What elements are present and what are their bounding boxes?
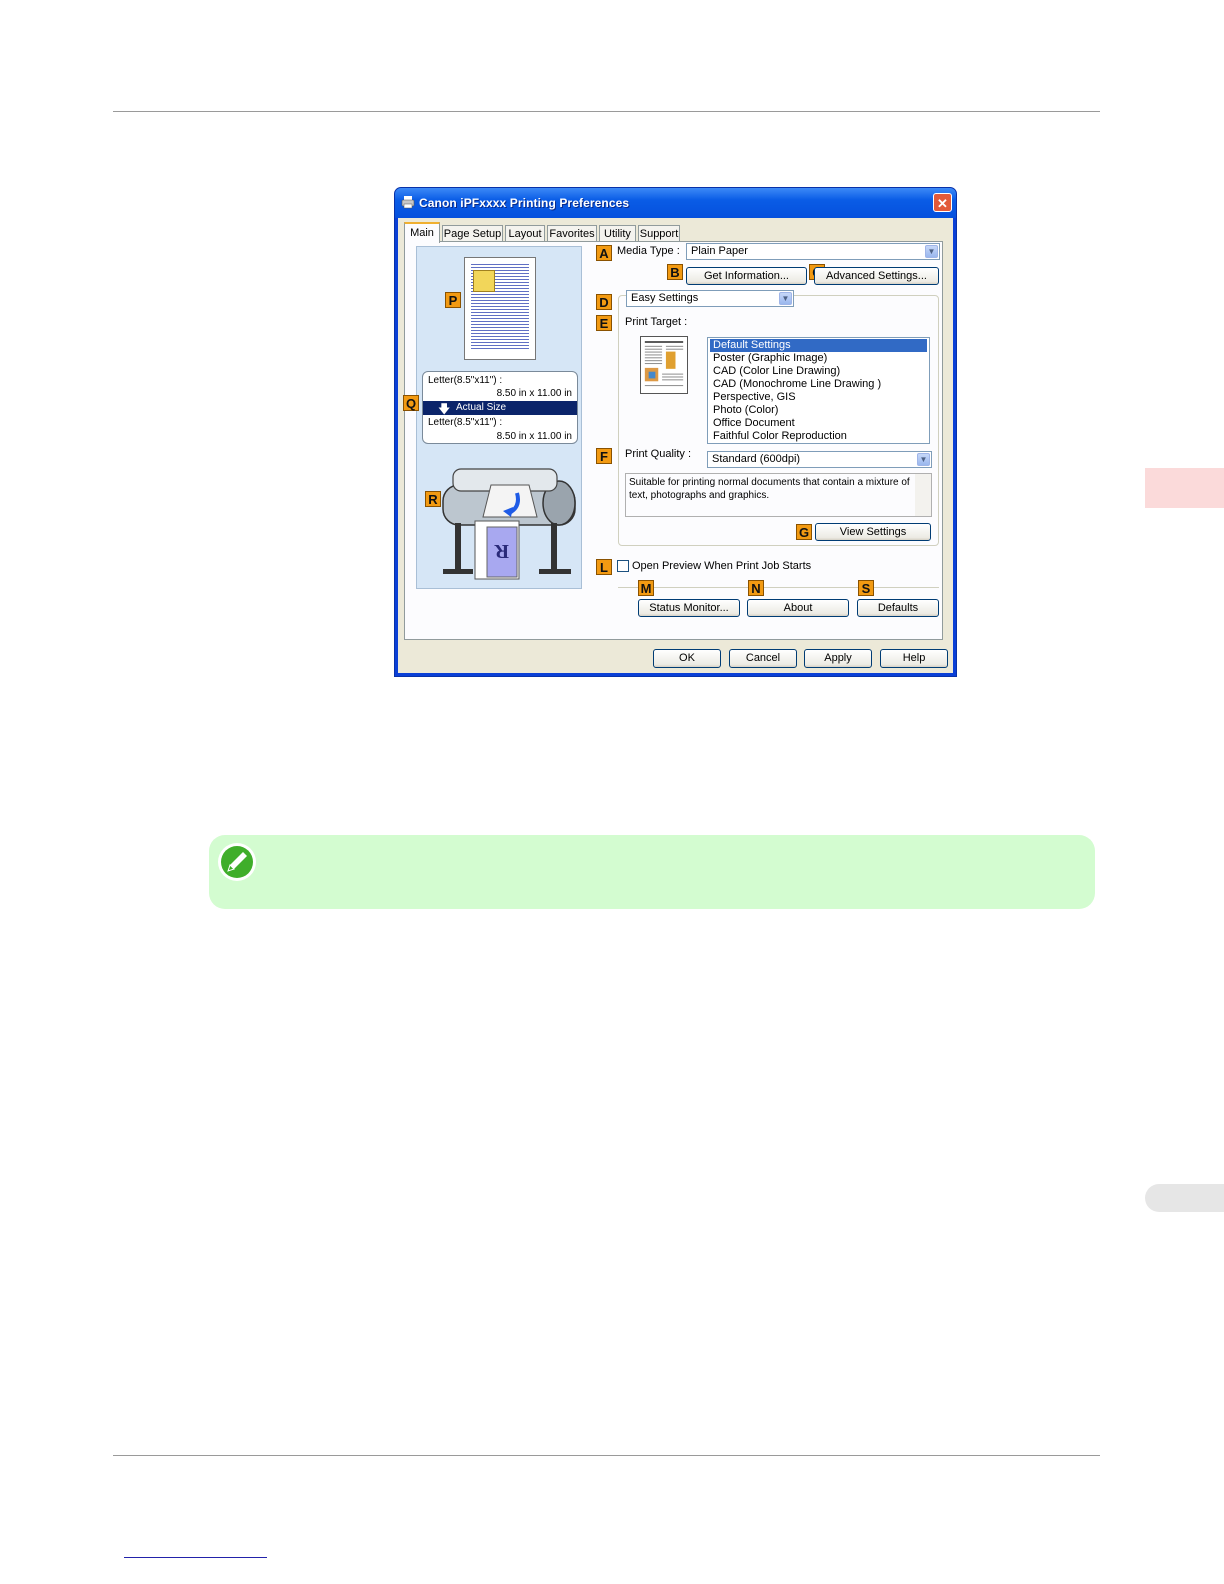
get-information-button[interactable]: Get Information... [686, 267, 807, 285]
output-size-label: Letter(8.5"x11") : [428, 417, 503, 428]
original-size-label: Letter(8.5"x11") : [428, 375, 503, 386]
arrow-down-icon: 🡇 [438, 402, 451, 416]
callout-badge-p: P [445, 292, 461, 308]
callout-badge-b: B [667, 264, 683, 280]
view-settings-button[interactable]: View Settings [815, 523, 931, 541]
footer-link-underline[interactable] [124, 1557, 267, 1558]
callout-badge-a: A [596, 245, 612, 261]
list-item[interactable]: CAD (Monochrome Line Drawing ) [713, 378, 882, 390]
list-item[interactable]: Faithful Color Reproduction [713, 430, 847, 442]
document-thumbnail-icon [640, 336, 688, 394]
tab-utility[interactable]: Utility [599, 225, 636, 242]
about-button[interactable]: About [747, 599, 849, 617]
printing-preferences-dialog: Canon iPFxxxx Printing Preferences ✕ Mai… [394, 187, 957, 677]
callout-badge-n: N [748, 580, 764, 596]
printer-icon [401, 196, 415, 209]
dialog-client-area: Main Page Setup Layout Favorites Utility… [398, 218, 953, 673]
window-title: Canon iPFxxxx Printing Preferences [419, 196, 630, 210]
bottom-separator [618, 587, 939, 588]
callout-badge-d: D [596, 294, 612, 310]
page-layout-preview [464, 257, 536, 360]
cancel-button[interactable]: Cancel [729, 649, 797, 668]
apply-button[interactable]: Apply [804, 649, 872, 668]
callout-badge-r: R [425, 491, 441, 507]
tab-main[interactable]: Main [404, 222, 440, 243]
scale-bar: 🡇 Actual Size [423, 401, 577, 416]
media-type-value: Plain Paper [691, 245, 748, 257]
section-side-tab [1145, 1184, 1224, 1212]
callout-badge-e: E [596, 315, 612, 331]
list-item[interactable]: Photo (Color) [713, 404, 779, 416]
scale-label: Actual Size [456, 402, 507, 413]
print-quality-select[interactable]: Standard (600dpi) ▼ [707, 451, 932, 468]
output-size-value: 8.50 in x 11.00 in [496, 431, 572, 442]
close-button[interactable]: ✕ [933, 193, 952, 212]
title-bar[interactable]: Canon iPFxxxx Printing Preferences ✕ [395, 188, 956, 218]
defaults-button[interactable]: Defaults [857, 599, 939, 617]
list-item[interactable]: Office Document [713, 417, 795, 429]
list-item[interactable]: CAD (Color Line Drawing) [713, 365, 841, 377]
printer-illustration[interactable]: R [439, 455, 579, 585]
settings-mode-select[interactable]: Easy Settings ▼ [626, 290, 794, 307]
chapter-side-tab [1145, 468, 1224, 508]
chevron-down-icon[interactable]: ▼ [779, 292, 792, 305]
footer-rule [113, 1455, 1100, 1456]
media-type-select[interactable]: Plain Paper ▼ [686, 243, 940, 260]
original-size-value: 8.50 in x 11.00 in [496, 388, 572, 399]
tab-favorites[interactable]: Favorites [547, 225, 597, 242]
tab-support[interactable]: Support [638, 225, 680, 242]
picture-thumbnail-icon [473, 270, 495, 292]
tab-page-setup[interactable]: Page Setup [442, 225, 503, 242]
list-item[interactable]: Poster (Graphic Image) [713, 352, 828, 364]
callout-badge-q: Q [403, 395, 419, 411]
description-scrollbar[interactable] [915, 474, 931, 516]
print-quality-value: Standard (600dpi) [712, 453, 801, 465]
header-rule [113, 111, 1100, 112]
svg-text:R: R [494, 540, 509, 562]
chevron-down-icon[interactable]: ▼ [917, 453, 930, 466]
callout-badge-m: M [638, 580, 654, 596]
media-type-label: Media Type : [617, 245, 680, 257]
status-monitor-button[interactable]: Status Monitor... [638, 599, 740, 617]
chevron-down-icon[interactable]: ▼ [925, 245, 938, 258]
list-item[interactable]: Perspective, GIS [713, 391, 796, 403]
note-box [209, 835, 1095, 909]
print-quality-label: Print Quality : [625, 448, 692, 460]
settings-mode-value: Easy Settings [631, 292, 699, 304]
preview-area: Letter(8.5"x11") : 8.50 in x 11.00 in 🡇 … [416, 246, 582, 589]
print-target-list[interactable]: Default Settings Poster (Graphic Image) … [707, 337, 930, 444]
paper-size-info: Letter(8.5"x11") : 8.50 in x 11.00 in 🡇 … [422, 371, 578, 444]
callout-badge-f: F [596, 448, 612, 464]
main-tab-panel: Letter(8.5"x11") : 8.50 in x 11.00 in 🡇 … [403, 241, 943, 640]
print-target-label: Print Target : [625, 316, 688, 328]
ok-button[interactable]: OK [653, 649, 721, 668]
callout-badge-g: G [796, 524, 812, 540]
tab-layout[interactable]: Layout [505, 225, 545, 242]
print-target-description: Suitable for printing normal documents t… [625, 473, 932, 517]
list-item[interactable]: Default Settings [710, 339, 927, 352]
callout-badge-s: S [858, 580, 874, 596]
advanced-settings-button[interactable]: Advanced Settings... [814, 267, 939, 285]
callout-badge-l: L [596, 559, 612, 575]
open-preview-checkbox[interactable] [617, 560, 629, 572]
help-button[interactable]: Help [880, 649, 948, 668]
description-text: Suitable for printing normal documents t… [629, 477, 910, 501]
note-pencil-icon [218, 843, 256, 881]
open-preview-label[interactable]: Open Preview When Print Job Starts [632, 560, 812, 572]
